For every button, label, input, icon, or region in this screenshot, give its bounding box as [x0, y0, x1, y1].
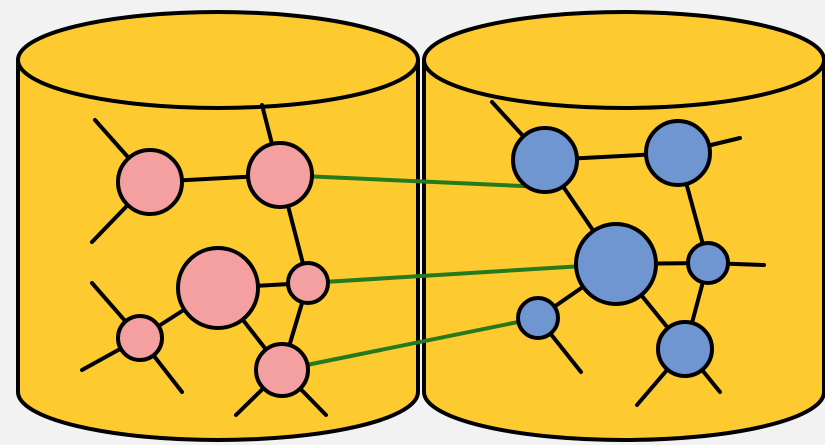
cross-database-link — [280, 316, 540, 372]
cross-database-link — [306, 262, 618, 285]
left-graph-node — [286, 261, 330, 305]
left-graph-node — [254, 342, 310, 398]
right-graph-node — [574, 222, 658, 306]
right-graph-node — [511, 126, 579, 194]
right-graph-node — [656, 320, 714, 378]
left-graph-node — [246, 141, 314, 209]
left-graph-node — [116, 314, 164, 362]
left-graph-node — [116, 148, 184, 216]
right-database-cylinder-top — [422, 10, 825, 110]
cross-database-link — [278, 173, 547, 189]
left-graph-node — [176, 246, 260, 330]
right-graph-node — [644, 119, 712, 187]
left-database-cylinder-top — [16, 10, 420, 110]
right-graph-node — [686, 241, 730, 285]
right-graph-node — [516, 296, 560, 340]
